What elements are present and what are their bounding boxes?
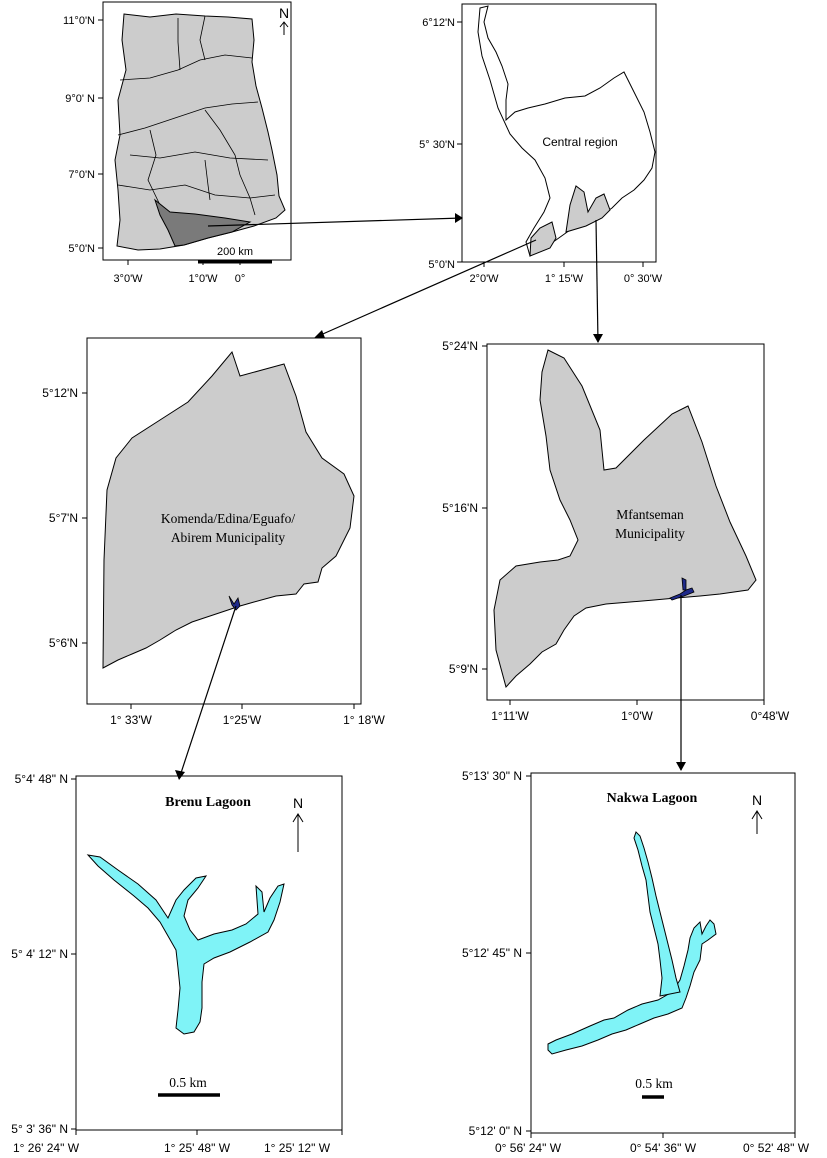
arrow-central-to-mfantseman xyxy=(595,219,599,343)
ghana-lat-label: 11°0'N xyxy=(63,15,95,27)
nakwa-lagoon-marker xyxy=(669,587,695,601)
central-region-lon-label: 1° 15'W xyxy=(545,273,584,285)
arrow-mfantseman-to-nakwa-head xyxy=(676,762,686,771)
komenda-axis-ticks xyxy=(82,392,355,709)
arrow-central-to-mfantseman-head xyxy=(593,334,603,343)
brenu-north-label: N xyxy=(293,795,303,811)
nakwa-north-label: N xyxy=(752,792,762,808)
central-region-lat-label: 5°0'N xyxy=(428,259,455,271)
ghana-map-panel: N 200 km 11°0'N 9°0' N 7°0'N 5°0'N 3°0'W… xyxy=(63,1,292,285)
ghana-lat-label: 9°0' N xyxy=(65,93,95,105)
brenu-lat-label: 5°4' 48" N xyxy=(15,772,68,786)
nakwa-title: Nakwa Lagoon xyxy=(607,791,698,806)
ghana-lat-label: 7°0'N xyxy=(68,169,95,181)
brenu-lagoon-map-panel: Brenu Lagoon N 0.5 km 5°4' 48" N 5° 4' 1… xyxy=(11,772,343,1155)
arrow-komenda-to-brenu-head xyxy=(175,770,185,780)
komenda-municipality-shape xyxy=(102,350,355,669)
brenu-lat-label: 5° 3' 36" N xyxy=(11,1122,68,1136)
brenu-lat-label: 5° 4' 12" N xyxy=(11,947,68,961)
ghana-north-label: N xyxy=(279,5,289,21)
nakwa-axis-ticks xyxy=(526,775,796,1138)
komenda-lat-label: 5°12'N xyxy=(42,386,78,400)
mfantseman-label-line2: Municipality xyxy=(615,526,685,541)
arrow-ghana-to-central xyxy=(207,217,463,227)
mfantseman-municipality-shape xyxy=(493,349,757,689)
arrow-ghana-to-central-head xyxy=(455,213,463,223)
komenda-lon-label: 1° 33'W xyxy=(110,713,152,727)
central-region-map-panel: Central region 6°12'N 5° 30'N 5°0'N 2°0'… xyxy=(419,3,663,285)
ghana-map-frame xyxy=(102,1,292,261)
komenda-label-line2: Abirem Municipality xyxy=(171,530,286,545)
nakwa-lagoon-shape xyxy=(547,919,717,1055)
mfantseman-label-line1: Mfantseman xyxy=(616,507,684,522)
ghana-country-shape xyxy=(114,13,286,251)
brenu-north-arrow-head xyxy=(292,813,304,823)
brenu-lon-label: 1° 25' 48" W xyxy=(164,1141,231,1155)
mfantseman-region-highlight xyxy=(565,185,611,233)
brenu-axis-ticks xyxy=(71,778,343,1135)
central-region-highlight xyxy=(153,198,252,247)
brenu-frame xyxy=(75,775,343,1131)
ghana-north-arrow-head xyxy=(279,21,289,28)
komenda-region-highlight xyxy=(529,221,557,257)
arrow-komenda-to-brenu xyxy=(178,605,237,780)
ghana-lon-label: 0° xyxy=(235,273,246,285)
nakwa-lat-label: 5°12' 0" N xyxy=(469,1124,522,1138)
ghana-lat-label: 5°0'N xyxy=(68,243,95,255)
nakwa-lagoon-map-panel: Nakwa Lagoon N 0.5 km 5°13' 30" N 5°12' … xyxy=(462,769,810,1155)
ghana-scale-label: 200 km xyxy=(217,246,253,258)
central-region-lat-label: 5° 30'N xyxy=(419,139,455,151)
nakwa-scale-label: 0.5 km xyxy=(635,1076,673,1091)
brenu-title: Brenu Lagoon xyxy=(165,795,251,810)
central-region-shape xyxy=(477,5,656,257)
mfantseman-lon-label: 1°0'W xyxy=(621,709,653,723)
ghana-lon-label: 1°0'W xyxy=(188,273,218,285)
mfantseman-axis-ticks xyxy=(482,345,765,705)
komenda-map-panel: Komenda/Edina/Eguafo/ Abirem Municipalit… xyxy=(42,337,386,727)
mfantseman-lat-label: 5°9'N xyxy=(449,662,478,676)
ghana-axis-ticks xyxy=(98,19,241,265)
mfantseman-lat-label: 5°24'N xyxy=(442,339,478,353)
brenu-lagoon-shape xyxy=(86,854,285,1035)
brenu-scale-label: 0.5 km xyxy=(169,1075,207,1090)
connector-arrows xyxy=(175,213,686,780)
komenda-label-line1: Komenda/Edina/Eguafo/ xyxy=(161,511,295,526)
mfantseman-lon-label: 0°48'W xyxy=(751,709,790,723)
mfantseman-lat-label: 5°16'N xyxy=(442,501,478,515)
komenda-lat-label: 5°7'N xyxy=(49,511,78,525)
central-region-lat-label: 6°12'N xyxy=(422,17,455,29)
komenda-lat-label: 5°6'N xyxy=(49,636,78,650)
mfantseman-lon-label: 1°11'W xyxy=(491,709,529,723)
nakwa-lagoon-channel xyxy=(633,831,681,997)
arrow-central-to-komenda-head xyxy=(314,330,325,338)
nakwa-lat-label: 5°12' 45" N xyxy=(462,946,522,960)
arrow-central-to-komenda xyxy=(315,239,537,338)
central-region-frame xyxy=(461,3,657,263)
komenda-frame xyxy=(86,337,362,705)
mfantseman-map-panel: Mfantseman Municipality 5°24'N 5°16'N 5°… xyxy=(442,339,790,723)
ghana-lon-label: 3°0'W xyxy=(113,273,143,285)
ghana-region-boundaries xyxy=(117,15,276,216)
mfantseman-frame xyxy=(486,343,765,701)
nakwa-north-arrow-head xyxy=(751,810,763,820)
central-region-lon-label: 2°0'W xyxy=(469,273,499,285)
komenda-lon-label: 1°25'W xyxy=(223,713,262,727)
brenu-lon-label: 1° 26' 24" W xyxy=(13,1141,80,1155)
nakwa-lon-label: 0° 54' 36" W xyxy=(630,1141,697,1155)
komenda-lon-label: 1° 18'W xyxy=(343,713,385,727)
brenu-lagoon-marker xyxy=(228,595,241,611)
central-region-lon-label: 0° 30'W xyxy=(624,273,663,285)
nakwa-lon-label: 0° 52' 48" W xyxy=(743,1141,810,1155)
central-region-label: Central region xyxy=(542,135,617,149)
nakwa-lat-label: 5°13' 30" N xyxy=(462,769,522,783)
nakwa-lon-label: 0° 56' 24" W xyxy=(495,1141,562,1155)
nakwa-lagoon-marker-inlet xyxy=(681,577,687,591)
brenu-lon-label: 1° 25' 12" W xyxy=(264,1141,331,1155)
